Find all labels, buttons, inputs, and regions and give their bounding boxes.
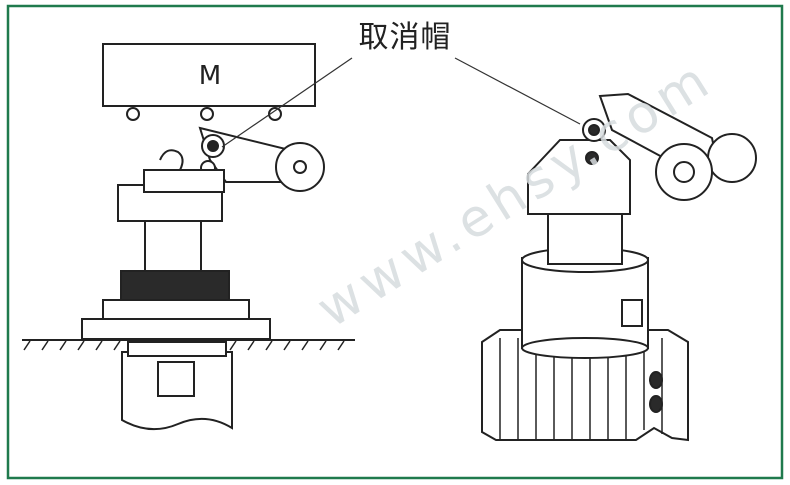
head-upper — [143, 169, 225, 193]
base-hole-top — [649, 371, 663, 389]
ground-hatch — [23, 340, 345, 351]
leader-line-right — [454, 57, 581, 125]
cylinder-bottom — [521, 337, 649, 359]
right-assembly — [481, 92, 757, 442]
left-assembly — [22, 43, 355, 431]
lower-collar — [127, 341, 227, 357]
flange-top — [102, 299, 250, 321]
roller-hub — [293, 160, 307, 174]
leader-line-left — [221, 57, 353, 148]
motor-wheel-middle — [200, 107, 214, 121]
motor-wheel-left — [126, 107, 140, 121]
motor-label: M — [198, 61, 222, 91]
neck — [547, 213, 623, 265]
pivot-pin-inner — [207, 140, 219, 152]
cylinder-slot — [621, 299, 643, 327]
roller-outer — [707, 133, 757, 183]
arm-pivot-inner — [588, 124, 600, 136]
lower-slot — [157, 361, 195, 397]
callout-leaders — [221, 57, 581, 148]
motor-wheel-right — [268, 107, 282, 121]
callout-label: 取消帽 — [358, 20, 452, 55]
shaft — [144, 220, 202, 274]
motor-box — [102, 43, 316, 107]
hook — [159, 149, 184, 181]
flange-base — [81, 318, 271, 340]
roller-main-hub — [673, 161, 695, 183]
dark-band — [120, 270, 230, 304]
base-hole-bottom — [649, 395, 663, 413]
border-frame — [6, 4, 784, 480]
head-screw — [585, 151, 599, 165]
swing-head — [527, 139, 631, 215]
